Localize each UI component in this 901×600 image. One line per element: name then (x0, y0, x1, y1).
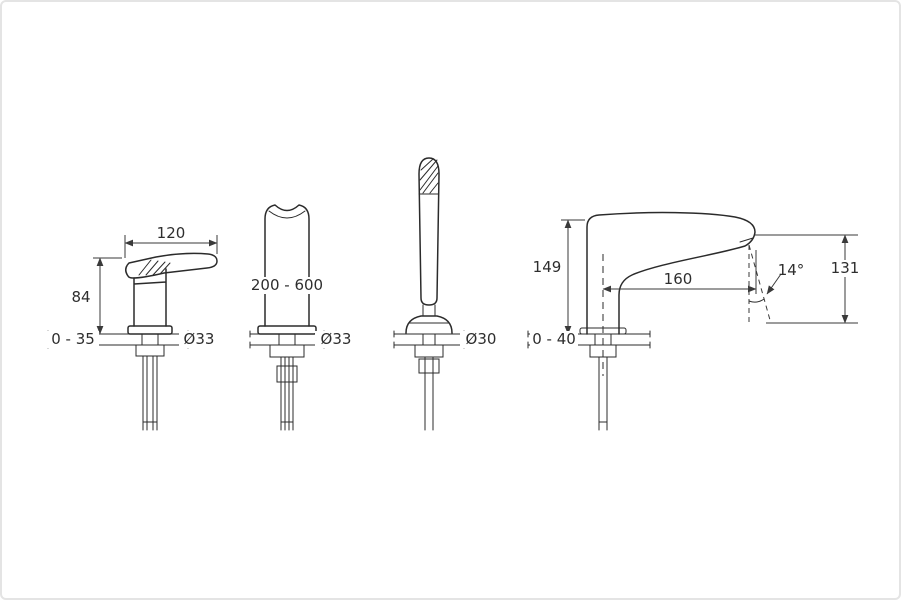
spout-deck-thickness-label: 0 - 40 (532, 330, 576, 348)
handle-body (133, 268, 167, 327)
column-mounting-nut (269, 344, 305, 358)
handle-lever-hatching (138, 259, 171, 276)
handshower-hose-nut (422, 304, 436, 317)
handshower-head-hatching (419, 158, 439, 194)
column-shank (278, 333, 296, 346)
handle-dimensions: 120 84 0 - 35 Ø33 (47, 224, 219, 348)
spout-threaded-rods (598, 356, 608, 431)
handshower-dimensions: Ø30 (460, 330, 502, 348)
handle-width-label: 120 (157, 224, 186, 242)
handshower-hole-diameter-label: Ø30 (466, 330, 497, 348)
column-height-range-label: 200 - 600 (251, 276, 323, 294)
handle-lever-outline (125, 252, 218, 279)
spout-outlet-height-label: 131 (831, 259, 860, 277)
handshower-diameter-label-mask (460, 331, 502, 348)
spout-dimensions: 149 0 - 40 160 14° 131 (530, 219, 864, 348)
column-diameter-label-mask (315, 331, 357, 348)
handle-mounting-nut (135, 344, 165, 357)
handshower-deck-lines (393, 333, 465, 346)
column-range-label-mask (249, 277, 325, 294)
spout-flow-angle-label: 14° (778, 261, 805, 279)
column-deck-lines (249, 333, 325, 346)
column-hose-connector (276, 365, 298, 383)
column-unit-drawing (249, 204, 325, 431)
handshower-mounting-nut (414, 344, 444, 358)
handle-shank (141, 333, 159, 346)
spout-mouth-line (739, 237, 754, 243)
spout-height-label: 149 (533, 258, 562, 276)
handshower-hose-coupler (418, 358, 440, 374)
spout-reach-label: 160 (664, 270, 693, 288)
column-flange (257, 325, 317, 335)
handshower-holder-dome (405, 315, 453, 334)
handle-hole-diameter-label: Ø33 (184, 330, 215, 348)
spout-flow-lines (748, 244, 782, 323)
handle-height-label: 84 (71, 288, 90, 306)
handshower-hose-lines (424, 356, 434, 431)
handle-threaded-rods (142, 355, 158, 431)
spout-angle-arc (748, 298, 765, 303)
handle-deck-label-mask (47, 331, 99, 348)
spout-outline (586, 211, 756, 335)
spout-shank (594, 333, 612, 346)
column-hole-diameter-label: Ø33 (321, 330, 352, 348)
spout-outlet-label-mask (826, 260, 864, 277)
handle-flange (127, 325, 173, 335)
spout-unit-drawing (527, 211, 756, 431)
spout-angle-leader-arrow (766, 273, 782, 295)
column-threaded-rods (280, 356, 294, 431)
spout-stream-angle-line (748, 244, 771, 321)
column-deck-ticks (249, 330, 325, 349)
handshower-wand-outline (418, 157, 440, 306)
spout-outlet-extension-lines (755, 234, 858, 324)
column-outline (264, 204, 310, 327)
handle-diameter-label-mask (179, 331, 219, 348)
column-spout-lip (268, 210, 306, 219)
column-dimensions: 200 - 600 Ø33 (249, 276, 357, 348)
spout-deck-ticks (527, 330, 651, 349)
handshower-unit-drawing (393, 157, 465, 431)
handle-deck-thickness-label: 0 - 35 (51, 330, 95, 348)
handshower-deck-ticks (393, 330, 465, 349)
handshower-shank (422, 333, 436, 346)
spout-deck-label-mask (530, 331, 578, 348)
